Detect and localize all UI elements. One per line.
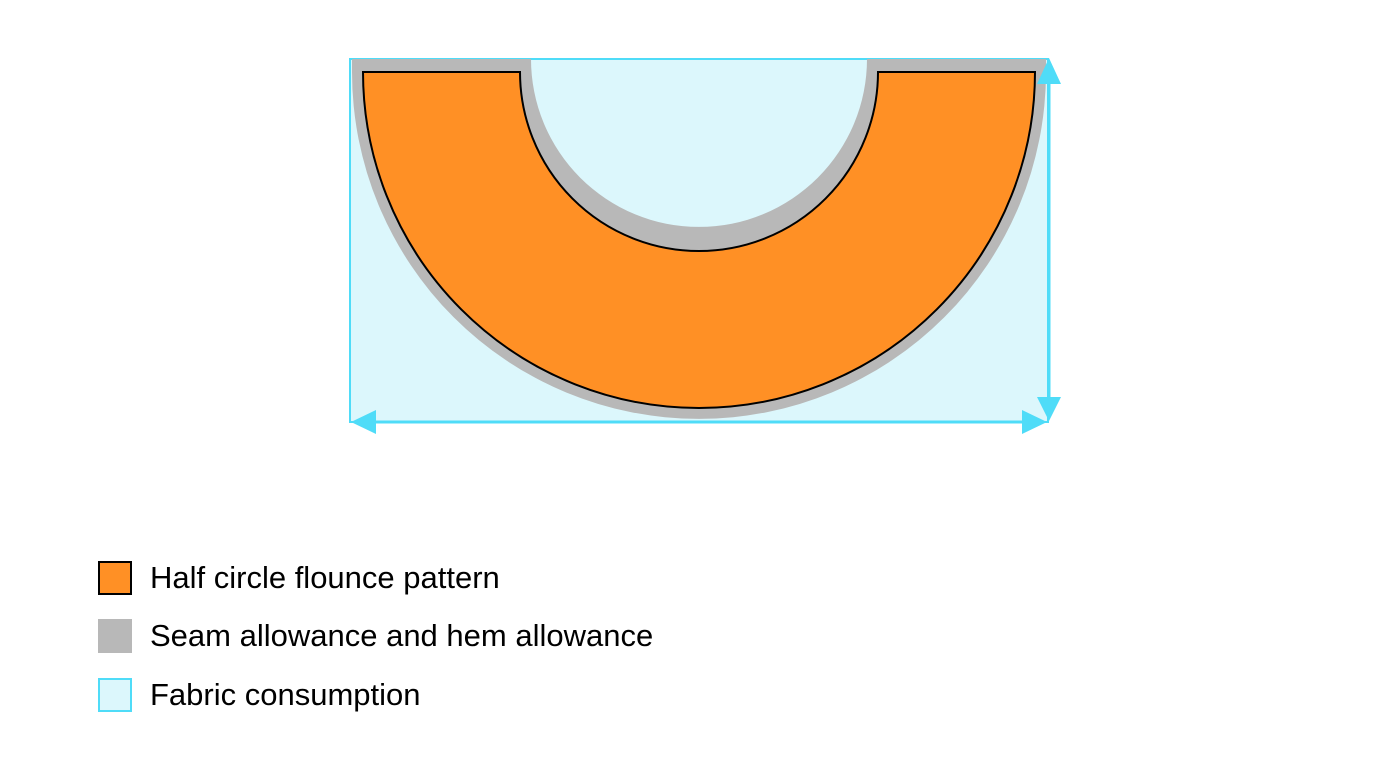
legend-swatch-fabric xyxy=(98,678,132,712)
arrowhead-bottom xyxy=(1037,397,1061,421)
arrowhead-left xyxy=(351,410,376,434)
legend-swatch-pattern xyxy=(98,561,132,595)
arrowhead-top xyxy=(1037,58,1061,84)
legend-item-fabric: Fabric consumption xyxy=(98,675,421,715)
legend-label: Fabric consumption xyxy=(150,677,421,712)
legend-swatch-allowance xyxy=(98,619,132,653)
legend-label: Half circle flounce pattern xyxy=(150,560,500,595)
legend-label: Seam allowance and hem allowance xyxy=(150,618,654,653)
legend-item-pattern: Half circle flounce pattern xyxy=(98,558,500,598)
half-circle-flounce-pattern xyxy=(361,71,1037,409)
height-dimension-arrow xyxy=(1037,58,1061,421)
arrowhead-right xyxy=(1022,410,1047,434)
legend-item-allowance: Seam allowance and hem allowance xyxy=(98,616,653,656)
width-dimension-arrow xyxy=(351,410,1047,434)
